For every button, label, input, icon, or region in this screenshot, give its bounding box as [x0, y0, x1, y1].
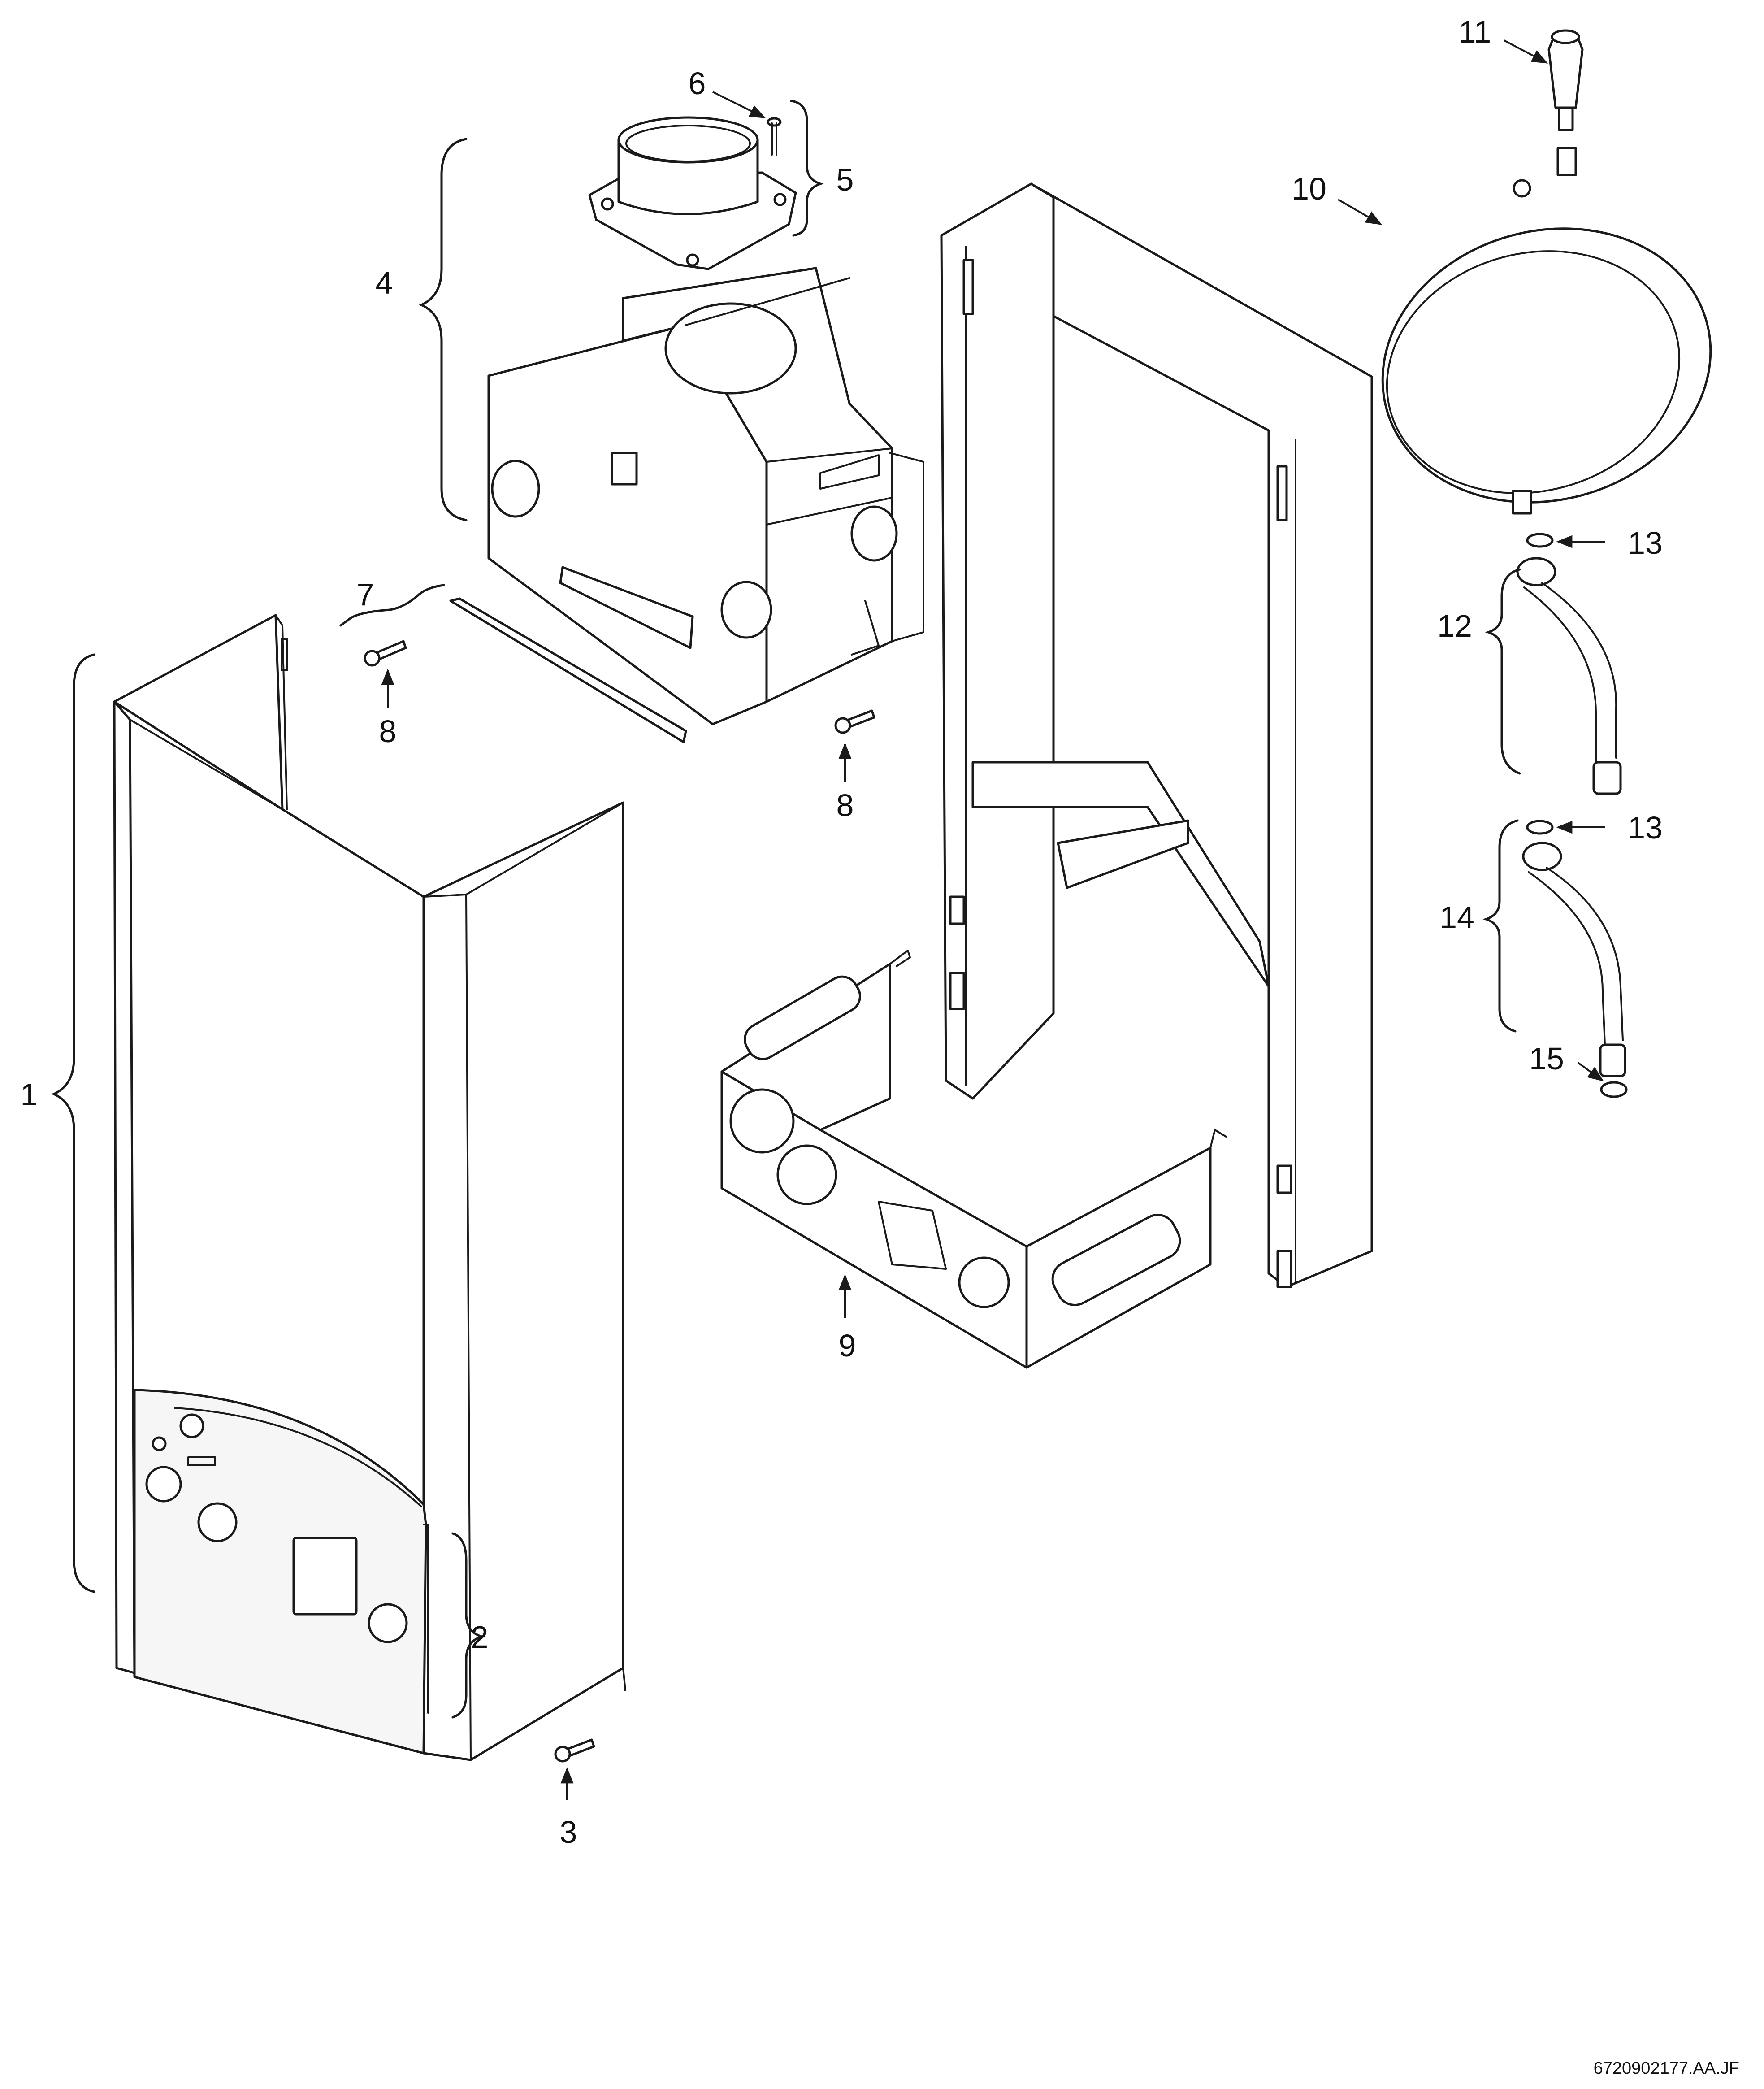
leader-10 — [1337, 199, 1383, 225]
callout-10: 10 — [1292, 171, 1326, 206]
leader-15 — [1577, 1062, 1604, 1082]
bracket-brace-4 — [418, 138, 468, 521]
callout-3: 3 — [560, 1815, 577, 1850]
callout-14: 14 — [1439, 900, 1474, 935]
callout-8b: 8 — [836, 788, 854, 823]
front-casing-part — [113, 614, 626, 1761]
bracket-brace-2 — [451, 1532, 486, 1719]
callout-1: 1 — [21, 1077, 38, 1112]
bracket-brace-7 — [339, 584, 445, 627]
hose-14-part — [1522, 842, 1626, 1077]
flue-adaptor-part — [588, 116, 797, 270]
callout-12: 12 — [1437, 608, 1472, 643]
callout-13b: 13 — [1628, 810, 1663, 845]
air-box-part — [487, 267, 924, 725]
seal-15-part — [1600, 1081, 1628, 1098]
callout-5: 5 — [836, 162, 854, 197]
bracket-brace-5 — [790, 100, 824, 237]
leader-6 — [712, 91, 766, 118]
drawing-reference-code: 6720902177.AA.JF — [1594, 2059, 1739, 2078]
air-vent-part — [1547, 29, 1584, 131]
bracket-brace-1 — [51, 653, 95, 1593]
callout-11: 11 — [1459, 14, 1491, 49]
leaders — [381, 39, 1605, 1800]
leader-11 — [1504, 39, 1548, 64]
screw-3-part — [554, 1738, 595, 1763]
callout-9: 9 — [839, 1328, 856, 1363]
screw-6-part — [767, 117, 782, 156]
callout-4: 4 — [376, 265, 393, 300]
callout-labels: 1 2 3 4 5 6 7 8 8 9 10 11 12 13 13 14 15 — [21, 14, 1663, 1850]
callout-15: 15 — [1529, 1041, 1564, 1076]
callout-8a: 8 — [379, 714, 397, 749]
bracket-brace-12 — [1485, 568, 1521, 775]
screw-8a-part — [364, 640, 407, 667]
screw-8b-part — [834, 709, 875, 734]
expansion-vessel-part — [1381, 147, 1712, 515]
callout-2: 2 — [471, 1620, 489, 1655]
bottom-tray-part — [720, 950, 1227, 1369]
callout-13a: 13 — [1628, 526, 1663, 560]
hose-12-part — [1516, 557, 1622, 795]
seal-13b-part — [1526, 820, 1554, 835]
bracket-brace-14 — [1482, 819, 1519, 1033]
callout-6: 6 — [689, 66, 706, 101]
sealing-strip-part — [449, 597, 687, 743]
back-frame-part — [940, 182, 1373, 1288]
callout-7: 7 — [357, 577, 374, 612]
seal-13a-part — [1526, 533, 1554, 548]
